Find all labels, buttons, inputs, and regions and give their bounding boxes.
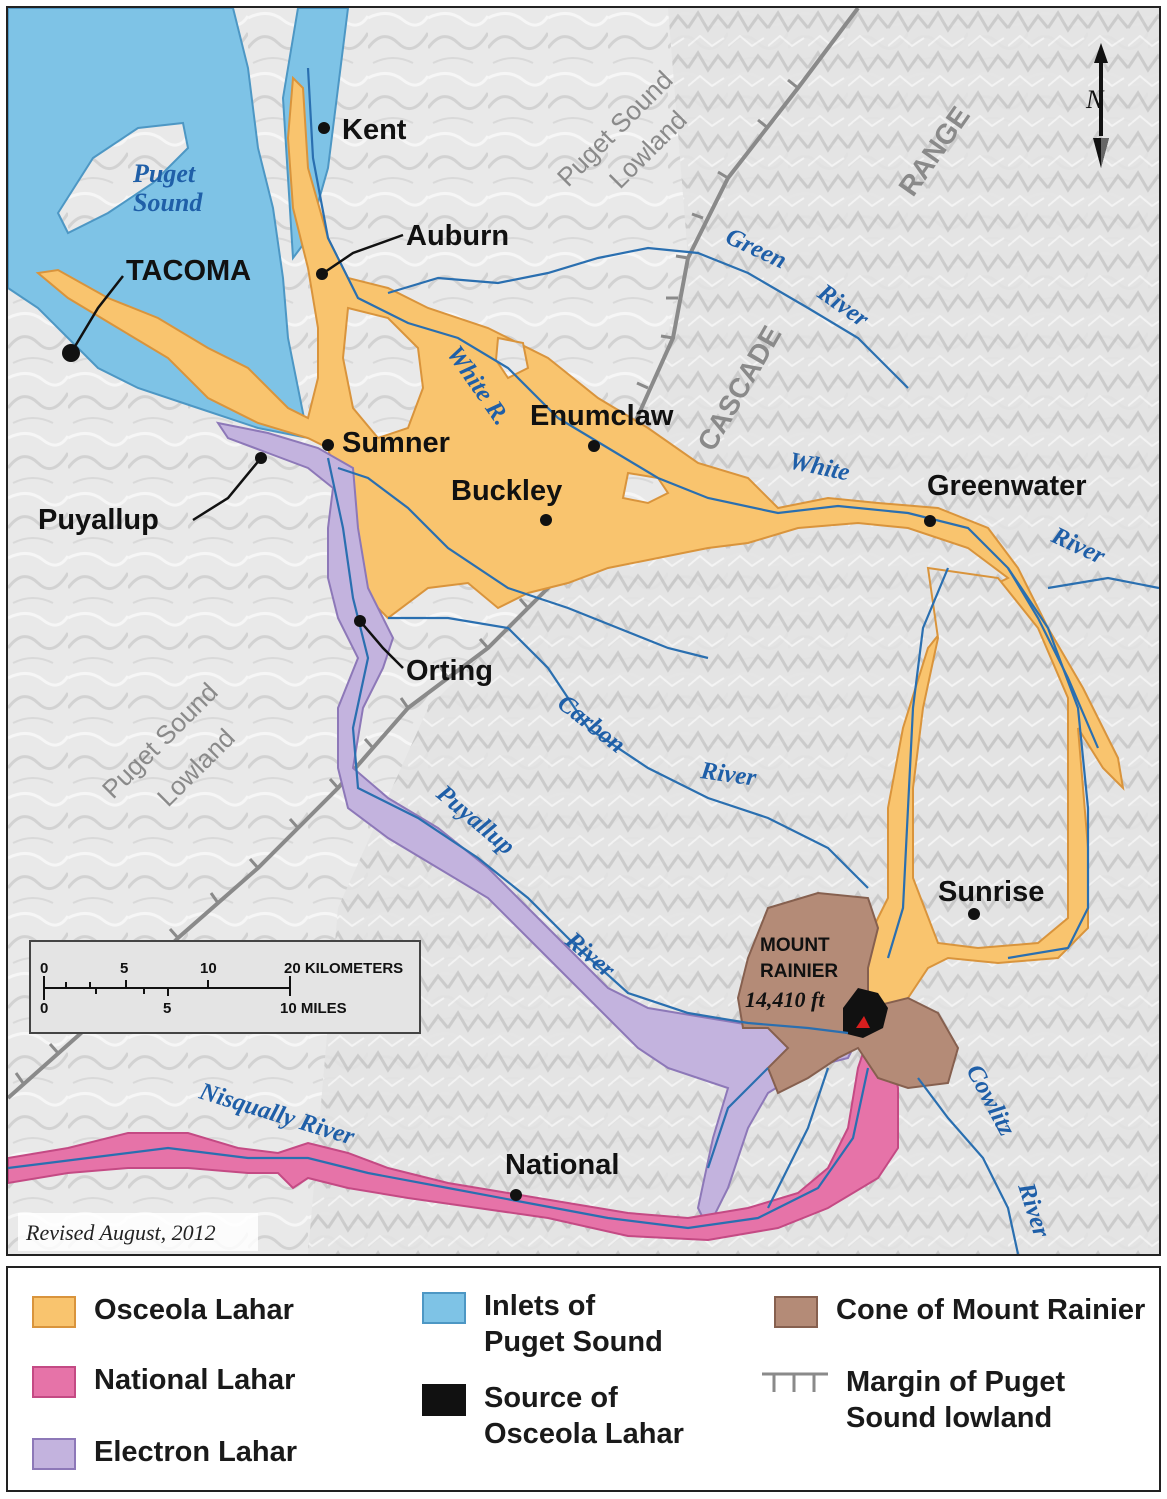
legend-item-margin: Margin of Puget Sound lowland xyxy=(760,1364,1065,1436)
legend-item-source: Source of Osceola Lahar xyxy=(422,1380,684,1452)
mount-rainier-cone xyxy=(736,891,960,1095)
revision-note-bg xyxy=(18,1213,258,1251)
scale-mi-0: 0 xyxy=(40,1000,48,1017)
label-puget-sound-1: Puget xyxy=(132,159,196,188)
label-puget-sound-2: Sound xyxy=(133,188,203,217)
legend-swatch-electron xyxy=(32,1438,76,1470)
label-orting: Orting xyxy=(406,655,493,687)
map-panel: Kent Auburn TACOMA Sumner Enumclaw Buckl… xyxy=(6,6,1161,1256)
legend-item-cone: Cone of Mount Rainier xyxy=(774,1292,1145,1328)
legend-label-electron: Electron Lahar xyxy=(94,1436,298,1468)
osceola-lahar-hole-2 xyxy=(621,471,670,505)
legend-swatch-inlets xyxy=(422,1292,466,1324)
legend-item-electron: Electron Lahar xyxy=(32,1434,297,1470)
legend-swatch-osceola xyxy=(32,1296,76,1328)
leader-lines xyxy=(69,233,404,669)
label-puyallup: Puyallup xyxy=(38,504,159,536)
electron-lahar xyxy=(215,421,860,1231)
label-mount: MOUNT xyxy=(760,935,830,956)
label-elevation: 14,410 ft xyxy=(745,987,825,1012)
label-national: National xyxy=(505,1149,619,1181)
legend-label-national: National Lahar xyxy=(94,1364,296,1396)
scale-km-5: 5 xyxy=(120,960,128,977)
legend-margin-icon xyxy=(762,1372,828,1392)
legend-swatch-national xyxy=(32,1366,76,1398)
label-sunrise: Sunrise xyxy=(938,876,1044,908)
legend-swatch-cone xyxy=(774,1296,818,1328)
legend-item-national: National Lahar xyxy=(32,1362,295,1398)
scale-mi-10: 10 MILES xyxy=(280,1000,347,1017)
legend-swatch-source xyxy=(422,1384,466,1416)
legend: Osceola Lahar National Lahar Electron La… xyxy=(6,1266,1161,1492)
river-lines xyxy=(8,67,1159,1254)
label-sumner: Sumner xyxy=(342,427,450,459)
north-arrow-label: N xyxy=(1085,85,1105,114)
scale-bar xyxy=(29,940,421,1034)
map-canvas: Kent Auburn TACOMA Sumner Enumclaw Buckl… xyxy=(8,8,1159,1254)
label-buckley: Buckley xyxy=(451,475,562,507)
legend-item-inlets: Inlets of Puget Sound xyxy=(422,1288,663,1360)
osceola-lahar-hole-3 xyxy=(912,566,1069,950)
label-enumclaw: Enumclaw xyxy=(530,400,674,432)
legend-label-inlets: Inlets of Puget Sound xyxy=(484,1290,663,1358)
label-kent: Kent xyxy=(342,114,407,146)
scale-km-0: 0 xyxy=(40,960,48,977)
label-rainier: RAINIER xyxy=(760,961,838,982)
scale-km-20: 20 KILOMETERS xyxy=(284,960,403,977)
legend-label-cone: Cone of Mount Rainier xyxy=(836,1294,1146,1326)
label-greenwater: Greenwater xyxy=(927,470,1087,502)
label-auburn: Auburn xyxy=(406,220,509,252)
island xyxy=(56,121,190,235)
summit-marker xyxy=(856,1016,870,1028)
osceola-lahar-hole-4 xyxy=(494,336,530,380)
label-tacoma: TACOMA xyxy=(126,255,251,287)
legend-label-source: Source of Osceola Lahar xyxy=(484,1382,684,1450)
scale-km-10: 10 xyxy=(200,960,217,977)
osceola-source xyxy=(843,988,888,1038)
scale-mi-5: 5 xyxy=(163,1000,171,1017)
puget-sound-water xyxy=(8,8,310,440)
osceola-lahar-hole-1 xyxy=(341,306,425,440)
legend-label-osceola: Osceola Lahar xyxy=(94,1294,294,1326)
north-arrow-icon xyxy=(1093,43,1109,168)
legend-label-margin: Margin of Puget Sound lowland xyxy=(846,1366,1066,1434)
revision-note: Revised August, 2012 xyxy=(25,1220,216,1245)
legend-item-osceola: Osceola Lahar xyxy=(32,1292,294,1328)
